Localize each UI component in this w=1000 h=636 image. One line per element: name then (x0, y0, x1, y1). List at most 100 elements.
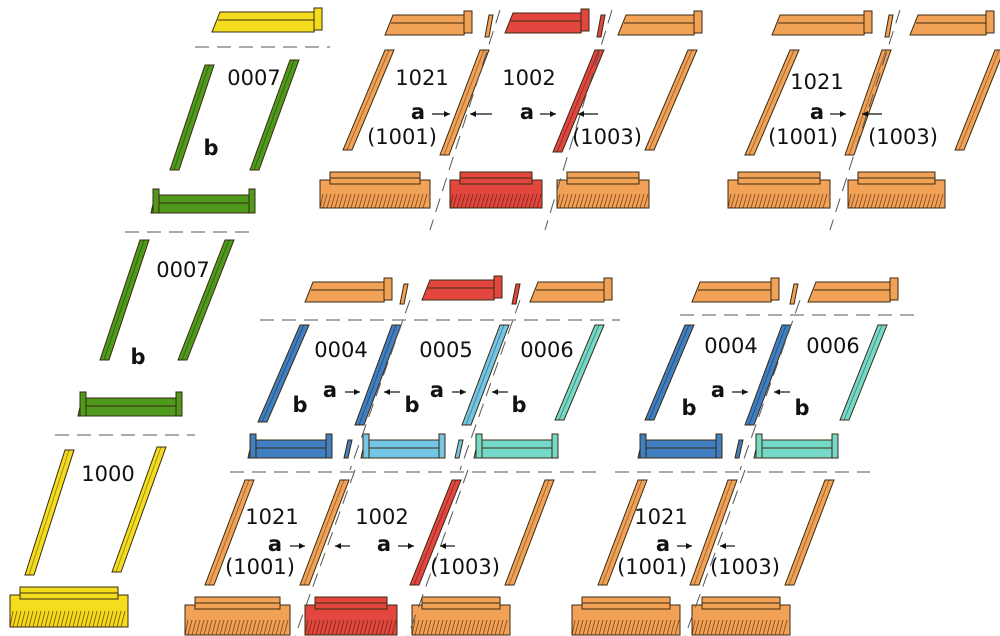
hatch-line (351, 619, 357, 636)
component-shapes (9, 7, 1000, 636)
hatch-line (627, 193, 633, 209)
hatch-line (847, 193, 852, 209)
hatch-line (766, 193, 772, 209)
hatch-line (187, 619, 193, 636)
hatch-line (195, 619, 201, 636)
gutter-end (362, 433, 370, 459)
side-rail (504, 479, 555, 586)
part-number-label: (1001) (225, 555, 295, 579)
side-rail (249, 59, 300, 171)
rail-edge (208, 479, 250, 586)
rail-edge (413, 479, 457, 586)
rail-edge (261, 324, 305, 423)
hatch-line (387, 619, 393, 636)
top-flashing (691, 281, 778, 303)
rail-edge (443, 49, 485, 156)
dimension-a-label: a (520, 100, 534, 124)
flashing-end (463, 10, 473, 34)
hatch-line (108, 610, 114, 628)
part-number-label: (1001) (768, 125, 838, 149)
hatch-line (374, 193, 380, 209)
dimension-a-label: a (377, 532, 391, 556)
gutter-end (152, 188, 160, 214)
hatch-line (579, 193, 585, 209)
hatch-line (452, 193, 458, 209)
flashing-end (693, 10, 703, 34)
small-strip (789, 283, 799, 305)
side-rail (597, 479, 648, 586)
hatch-line (730, 619, 736, 636)
hatch-line (587, 193, 593, 209)
hatch-line (411, 619, 416, 636)
hatch-line (536, 193, 542, 209)
hatch-line (898, 193, 904, 209)
hatch-line (556, 193, 561, 209)
hatch-line (456, 193, 462, 209)
hatch-line (524, 193, 530, 209)
gutter-end (79, 391, 87, 417)
hatch-line (406, 193, 412, 209)
dashed-guide (544, 9, 613, 231)
hatch-line (402, 193, 408, 209)
hatch-line (654, 619, 660, 636)
hatch-line (390, 193, 396, 209)
hatch-line (938, 193, 944, 209)
part-number-label: (1003) (868, 125, 938, 149)
hatch-line (706, 619, 712, 636)
side-rail (169, 64, 215, 171)
hatch-line (48, 610, 54, 628)
hatch-line (718, 619, 724, 636)
arrow-head (578, 111, 584, 117)
part-number-label: (1001) (617, 555, 687, 579)
side-rail (552, 49, 605, 153)
hatch-line (563, 193, 569, 209)
rail-edge (556, 49, 600, 153)
hatch-line (40, 610, 46, 628)
hatch-line (334, 193, 340, 209)
hatch-line (639, 193, 645, 209)
hatch-line (12, 610, 18, 628)
part-number-label: 0006 (520, 338, 573, 362)
hatch-line (426, 619, 432, 636)
hatch-line (778, 619, 784, 636)
gutter-end (325, 433, 333, 459)
hatch-line (383, 619, 389, 636)
arrow-head (840, 111, 846, 117)
gutter-end (175, 391, 183, 417)
hatch-line (774, 193, 780, 209)
dashed-guide (294, 469, 356, 636)
hatch-line (68, 610, 74, 628)
hatch-line (231, 619, 237, 636)
hatch-line (567, 193, 573, 209)
flashing-end (580, 8, 590, 32)
part-number-label: 1021 (395, 66, 448, 90)
side-rail (24, 449, 75, 576)
hatch-line (930, 193, 936, 209)
hatch-line (750, 619, 756, 636)
hatch-line (474, 619, 480, 636)
hatch-line (766, 619, 772, 636)
dimension-a-label: a (411, 100, 425, 124)
hatch-line (762, 619, 768, 636)
dimension-b-label: b (511, 393, 526, 417)
dashed-guide (684, 469, 746, 636)
hatch-line (532, 193, 538, 209)
hatch-line (496, 193, 502, 209)
hatch-line (626, 619, 632, 636)
hatch-line (599, 193, 605, 209)
bottom-flashing (571, 604, 681, 636)
hatch-line (634, 619, 640, 636)
rail-edge (558, 324, 600, 421)
side-rail (342, 49, 395, 151)
top-flashing (304, 281, 391, 303)
hatch-line (738, 619, 744, 636)
hatch-line (279, 619, 285, 636)
hatch-line (331, 619, 337, 636)
gutter-end (248, 188, 256, 214)
side-rail (111, 446, 167, 573)
hatch-line (466, 619, 472, 636)
hatch-line (882, 193, 888, 209)
hatch-line (263, 619, 269, 636)
hatch-line (814, 193, 820, 209)
part-number-label: 1021 (634, 505, 687, 529)
